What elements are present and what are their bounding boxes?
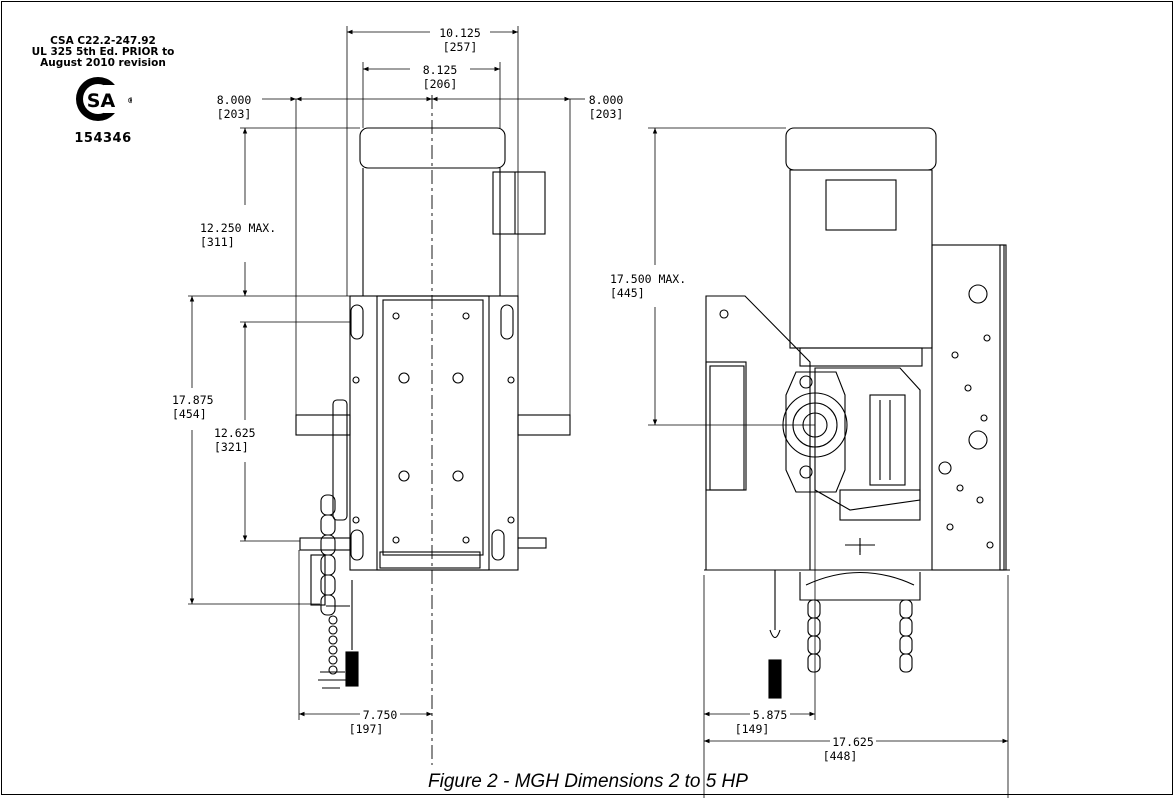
limit-switch-icon: [968, 284, 988, 304]
gearbox: [814, 367, 921, 511]
side-pull-handle: [768, 659, 782, 699]
dim-motor-height-value: 12.250 MAX.: [200, 221, 276, 235]
mount-slot: [500, 304, 514, 340]
dim-overall-width-value: 17.625: [832, 735, 874, 749]
dim-bottom-offset-metric: [197]: [349, 722, 384, 736]
pull-handle: [345, 651, 359, 687]
cert-standard-line-3: August 2010 revision: [40, 57, 166, 69]
mounting-plate: [705, 295, 811, 571]
mount-slot: [350, 304, 364, 340]
dim-top-inner-value: 8.125: [423, 63, 458, 77]
dim-right-width-value: 8.000: [589, 93, 624, 107]
front-dimensions: [188, 26, 585, 720]
csa-logo-text: SA: [87, 90, 116, 112]
front-view: [295, 95, 571, 765]
dim-left-width-metric: [203]: [217, 107, 252, 121]
dim-right-width-metric: [203]: [589, 107, 624, 121]
dim-shaft-spacing-value: 12.625: [214, 426, 256, 440]
dim-shaft-offset-metric: [149]: [735, 722, 770, 736]
output-shaft-right: [517, 414, 571, 436]
dim-motor-height-metric: [311]: [200, 235, 235, 249]
side-motor-cap: [785, 127, 937, 171]
certification-block: CSA C22.2-247.92 UL 325 5th Ed. PRIOR to…: [8, 35, 198, 147]
wing-nut: [845, 538, 875, 552]
limit-switch-icon: [968, 430, 988, 450]
dim-overall-width-metric: [448]: [823, 749, 858, 763]
mount-slot: [350, 529, 364, 561]
cert-standard-line-2: UL 325 5th Ed. PRIOR to: [31, 46, 175, 58]
dim-shaft-spacing-metric: [321]: [214, 440, 249, 454]
dim-shaft-offset-value: 5.875: [753, 708, 788, 722]
front-dimension-labels: 10.125 [257] 8.125 [206] 8.000 [203] 8.0…: [172, 26, 623, 736]
dim-top-overall-metric: [257]: [443, 40, 478, 54]
shaft-flange: [785, 371, 846, 493]
side-dimension-labels: 17.500 MAX. [445] 5.875 [149] 17.625 [44…: [610, 272, 874, 763]
bottom-sprocket-guard: [799, 572, 921, 601]
lower-chain: [328, 615, 338, 675]
csa-logo-icon: SA ®: [76, 77, 132, 121]
mount-slot: [491, 529, 505, 561]
dim-side-height-metric: [445]: [610, 286, 645, 300]
junction-box: [492, 171, 546, 235]
gear-housing: [349, 295, 519, 571]
registered-mark: ®: [127, 96, 132, 105]
dim-bottom-offset-value: 7.750: [363, 708, 398, 722]
dim-top-inner-metric: [206]: [423, 77, 458, 91]
dim-top-overall-value: 10.125: [439, 26, 481, 40]
control-panel: [931, 244, 1005, 571]
dim-side-height-value: 17.500 MAX.: [610, 272, 686, 286]
side-hand-chain: [807, 599, 913, 673]
bolt-pattern: [352, 312, 515, 544]
cert-standard-line-1: CSA C22.2-247.92: [50, 35, 156, 47]
output-shaft-left: [295, 414, 351, 436]
side-dimensions: [648, 127, 1009, 798]
dim-body-height-metric: [454]: [172, 407, 207, 421]
motor-cap: [359, 127, 506, 169]
side-motor-body: [789, 169, 933, 349]
cert-number: 154346: [74, 131, 132, 146]
dim-body-height-value: 17.875: [172, 393, 214, 407]
side-view: [704, 127, 1010, 699]
sprocket: [332, 399, 348, 521]
figure-caption: Figure 2 - MGH Dimensions 2 to 5 HP: [428, 771, 748, 792]
dim-left-width-value: 8.000: [217, 93, 252, 107]
